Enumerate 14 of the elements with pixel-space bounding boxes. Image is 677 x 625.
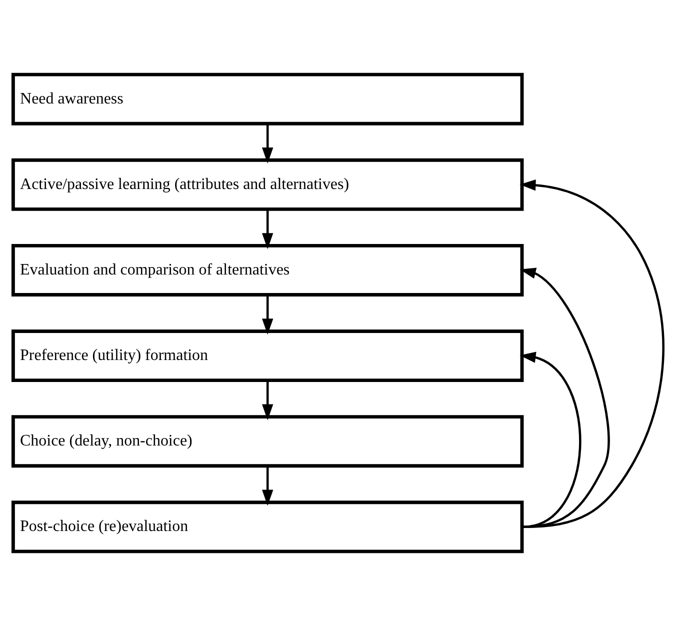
arrow: [520, 351, 582, 528]
arrow: [520, 179, 664, 528]
node-box: Active/passive learning (attributes and alternatives): [11, 158, 524, 210]
arrow: [520, 267, 610, 528]
node-box: Preference (utility) formation: [11, 329, 524, 382]
arrow: [262, 123, 274, 164]
arrow: [262, 294, 274, 334]
node-box: Post-choice (re)evaluation: [11, 500, 524, 553]
arrow: [262, 466, 274, 506]
node-box: Choice (delay, non-choice): [11, 414, 524, 468]
arrow: [262, 208, 274, 249]
node-box: Need awareness: [11, 72, 524, 125]
arrow: [262, 380, 274, 420]
node-box: Evaluation and comparison of alternatives: [11, 243, 524, 296]
